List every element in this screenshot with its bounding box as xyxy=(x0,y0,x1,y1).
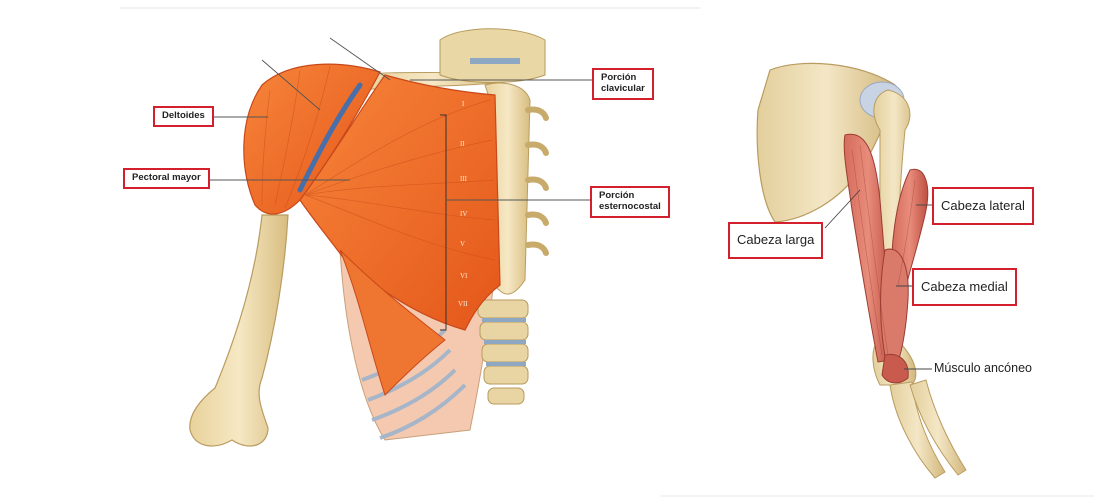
label-pectoral-mayor: Pectoral mayor xyxy=(123,168,210,189)
esternocostal-bracket xyxy=(440,114,447,331)
triceps-medial-head xyxy=(880,248,909,363)
rib-numeral: V xyxy=(460,240,466,248)
rib-numeral: VII xyxy=(458,300,468,308)
label-porcion-clavicular: Porción clavicular xyxy=(592,68,654,100)
triceps-illustration xyxy=(756,62,967,479)
label-deltoides: Deltoides xyxy=(153,106,214,127)
triceps-figure: Cabeza larga Cabeza lateral Cabeza media… xyxy=(720,0,1094,500)
rib-numeral: III xyxy=(460,175,467,183)
cervical-vertebrae xyxy=(439,28,546,83)
rib-numeral: VI xyxy=(460,272,468,280)
vertebral-column xyxy=(477,299,529,405)
serratus-muscle xyxy=(339,249,446,396)
pectoral-illustration xyxy=(120,7,700,447)
label-cabeza-larga: Cabeza larga xyxy=(728,222,824,259)
label-cabeza-medial: Cabeza medial xyxy=(912,268,1017,306)
humerus-bone xyxy=(189,214,289,447)
anconeus-muscle xyxy=(881,353,909,384)
rib-numeral: IV xyxy=(460,210,468,218)
label-porcion-esternocostal: Porción esternocostal xyxy=(590,186,670,218)
rib-numeral: I xyxy=(462,100,465,108)
pectoral-deltoid-figure: I II III IV V VI VII Deltoides Pectoral … xyxy=(120,7,700,447)
rib-numeral: II xyxy=(460,140,465,148)
label-musculo-anconeo: Músculo ancóneo xyxy=(934,361,1032,375)
label-cabeza-lateral: Cabeza lateral xyxy=(932,187,1034,225)
forearm-bones xyxy=(889,381,946,479)
